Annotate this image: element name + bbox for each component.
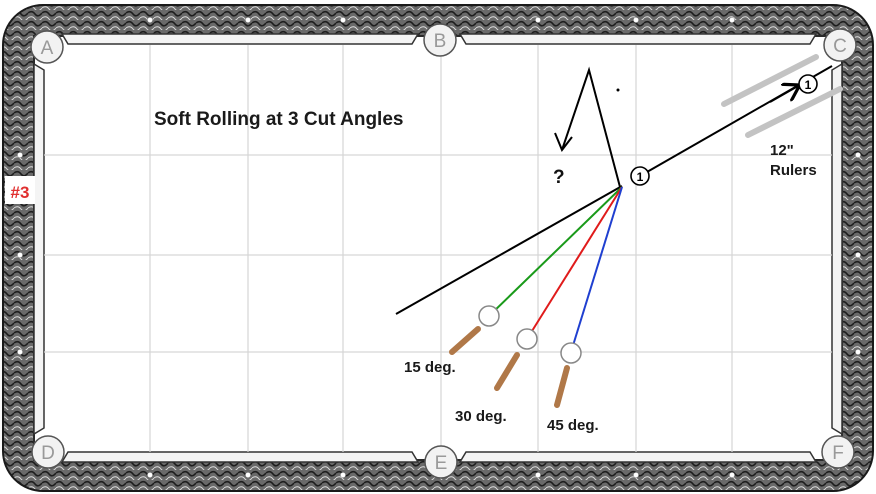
cue-sticks <box>449 326 570 408</box>
object-ball-at-pocket: 1 <box>798 74 818 94</box>
angle-line-45 <box>570 186 623 353</box>
pocket-d: D <box>31 435 65 469</box>
angle-label-45: 45 deg. <box>547 417 599 434</box>
pocket-e-label: E <box>435 453 448 474</box>
cue-ball-45 <box>560 342 582 364</box>
diagram-title: Soft Rolling at 3 Cut Angles <box>154 109 403 130</box>
pockets: A B C D E F <box>30 23 857 479</box>
angle-line-15 <box>488 186 623 317</box>
object-ball-at-pocket-number: 1 <box>805 78 812 92</box>
angle-label-15: 15 deg. <box>404 359 456 376</box>
rulers-label-line1: 12" <box>770 142 794 159</box>
rulers <box>721 54 843 138</box>
pocket-c-label: C <box>833 36 847 57</box>
pocket-a-label: A <box>41 38 54 59</box>
object-ball: 1 <box>630 166 650 186</box>
pocket-c: C <box>823 28 857 62</box>
pocket-f: F <box>821 435 855 469</box>
object-ball-number: 1 <box>637 170 644 184</box>
angle-line-30 <box>526 186 623 340</box>
tangent-line <box>395 185 623 315</box>
rebound-arrowhead <box>554 132 573 152</box>
cue-ball-30 <box>516 328 538 350</box>
rail-diamonds <box>17 17 861 478</box>
pocket-a: A <box>30 30 64 64</box>
pocket-b-label: B <box>434 31 447 52</box>
object-ball-path-arrow <box>769 86 798 103</box>
diagram-number-bg <box>5 176 35 204</box>
pocket-b: B <box>423 23 457 57</box>
stray-dot-1 <box>616 88 620 92</box>
table-rails <box>2 4 874 492</box>
diagram-number: #3 <box>11 183 30 202</box>
rulers-label-line2: Rulers <box>770 162 817 179</box>
cue-ball-15 <box>478 305 500 327</box>
question-mark: ? <box>553 167 565 188</box>
pocket-d-label: D <box>41 443 55 464</box>
table-grid <box>44 45 832 452</box>
pocket-e: E <box>424 445 458 479</box>
pocket-f-label: F <box>832 443 844 464</box>
cue-ball-rebound-path <box>561 66 621 188</box>
angle-label-30: 30 deg. <box>455 408 507 425</box>
